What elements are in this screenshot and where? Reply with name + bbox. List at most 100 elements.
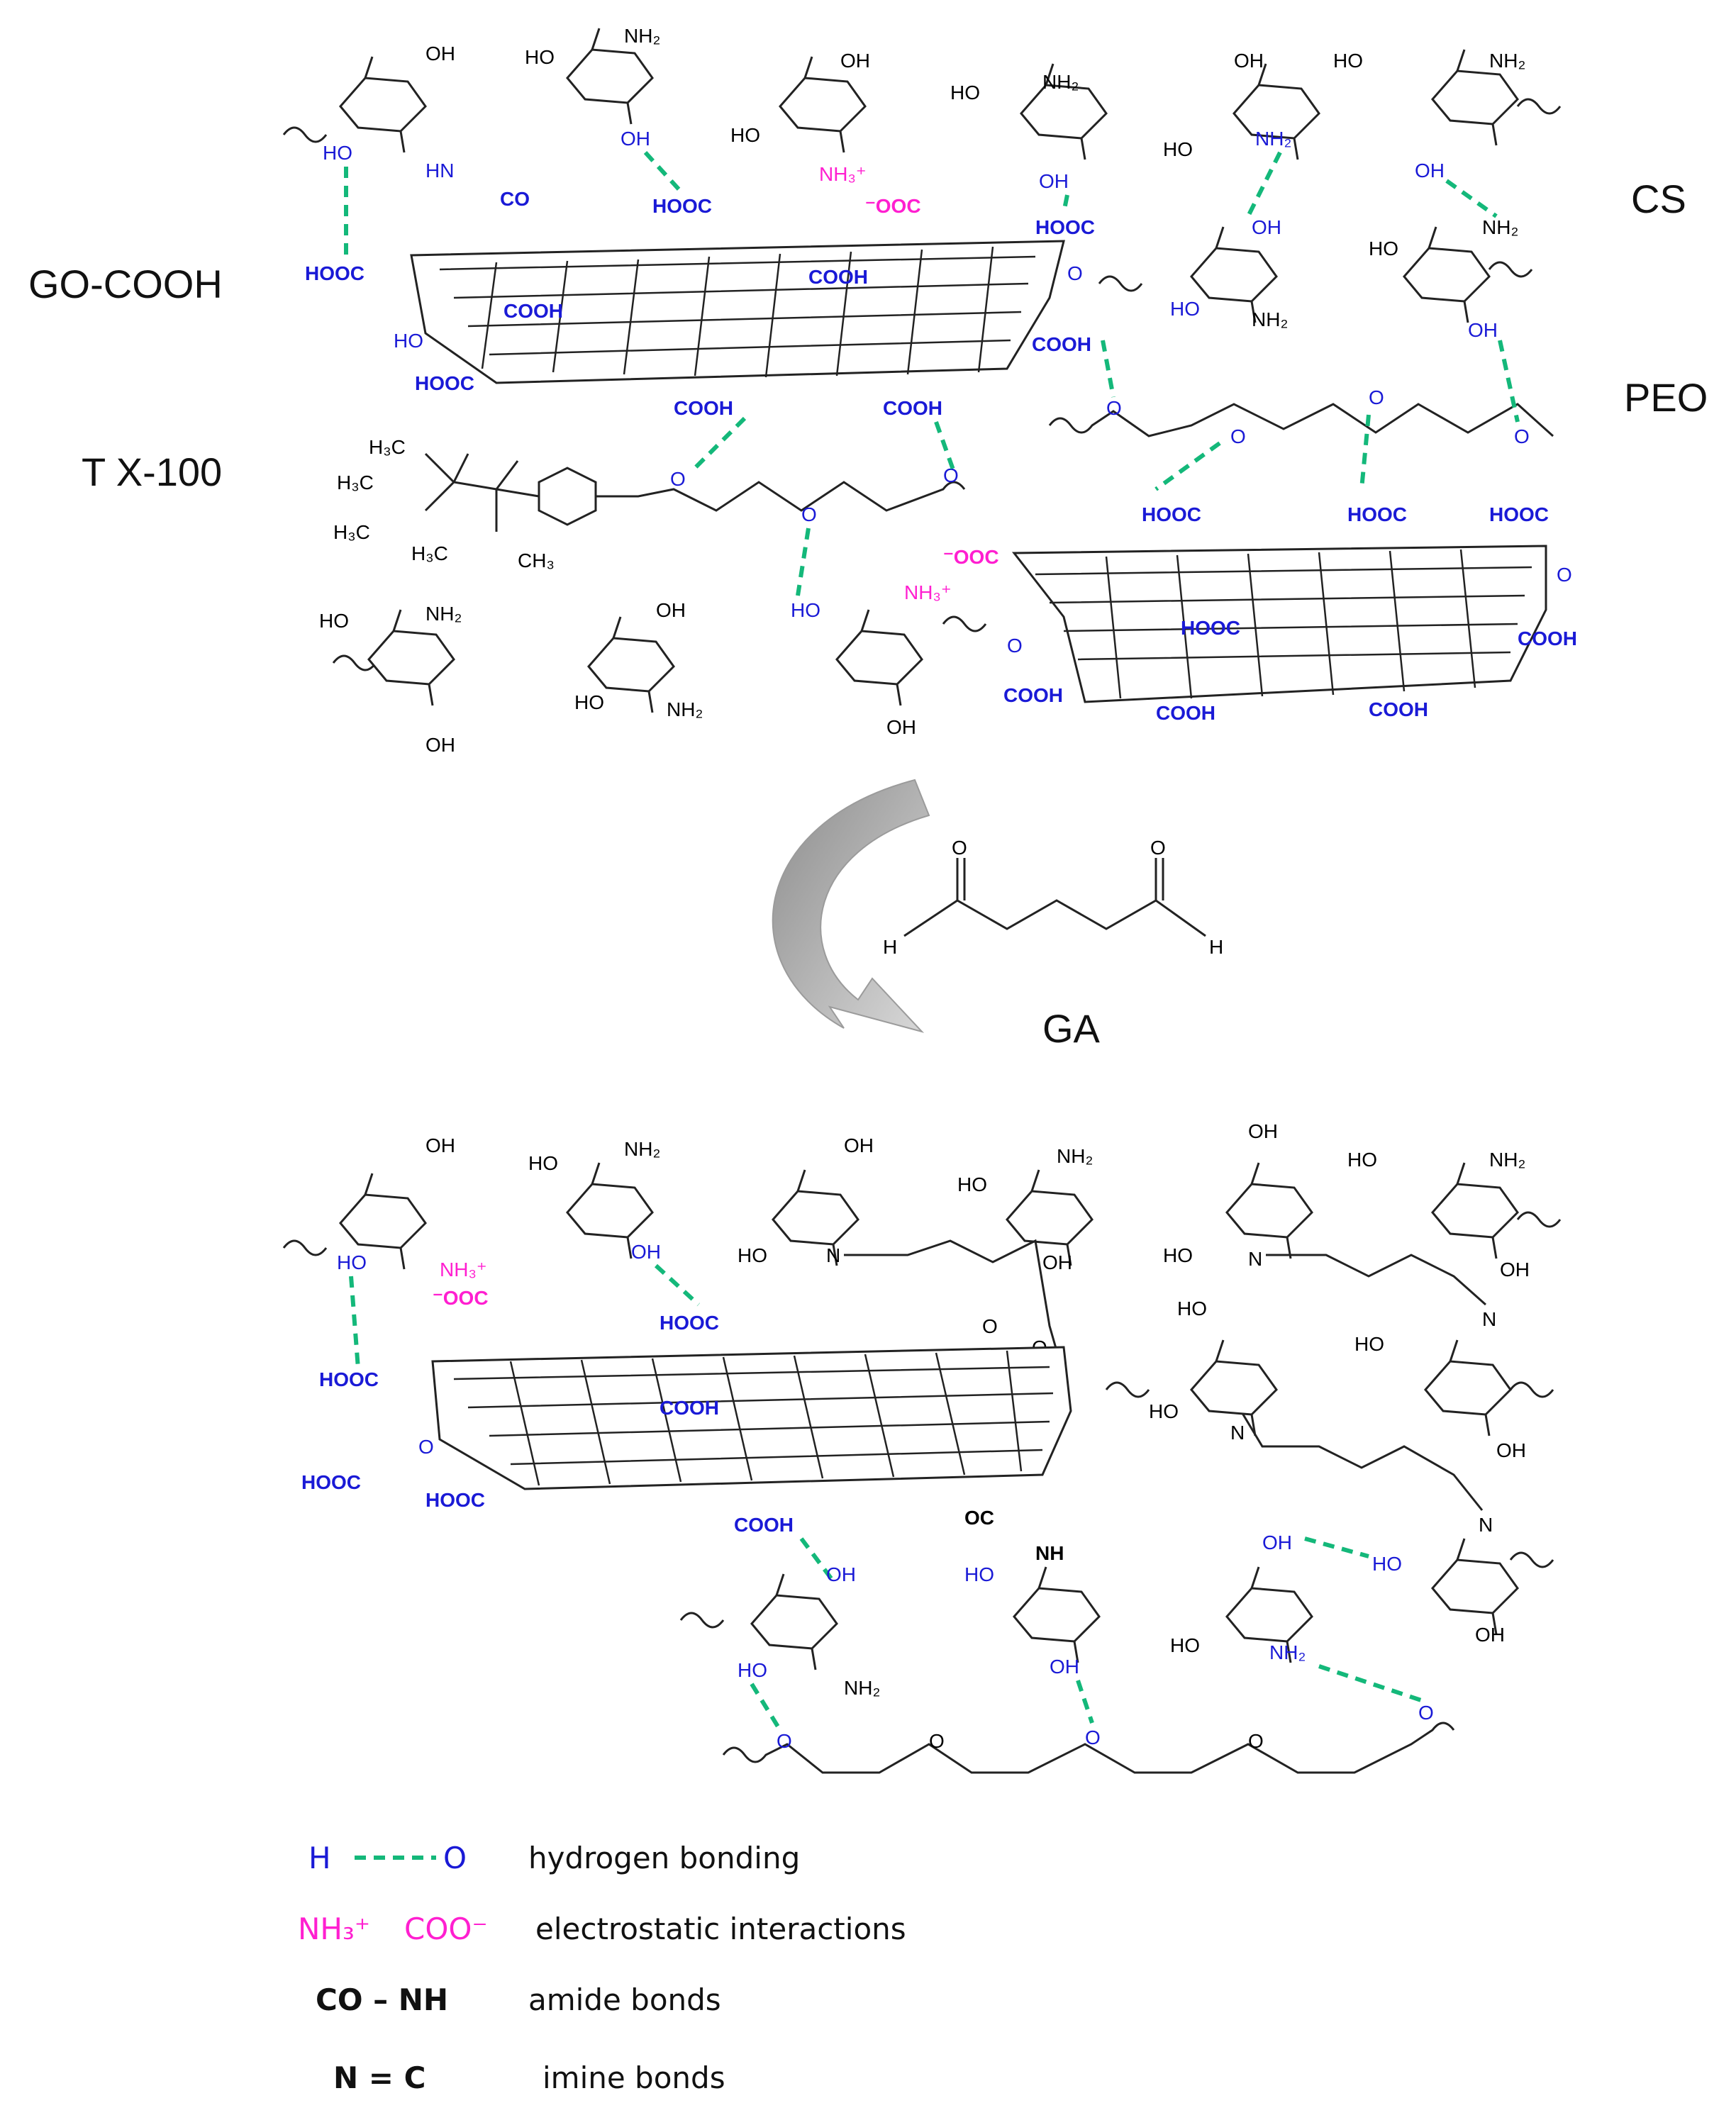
svg-text:OH: OH xyxy=(1050,1656,1079,1678)
svg-text:HO: HO xyxy=(574,691,604,713)
svg-text:NH₃⁺: NH₃⁺ xyxy=(819,163,867,185)
svg-text:CO: CO xyxy=(500,188,530,210)
svg-text:HO: HO xyxy=(1149,1400,1179,1422)
svg-text:HO: HO xyxy=(957,1173,987,1195)
svg-text:NH₂: NH₂ xyxy=(1252,308,1288,330)
svg-text:NH₂: NH₂ xyxy=(624,25,660,47)
svg-text:O: O xyxy=(1514,425,1530,447)
peo-chain-bottom: O O O O O xyxy=(722,1702,1455,1774)
svg-text:HO: HO xyxy=(1369,238,1398,260)
hbond xyxy=(1062,194,1069,213)
hbond xyxy=(1498,340,1520,423)
svg-text:OH: OH xyxy=(1475,1624,1505,1646)
svg-text:OH: OH xyxy=(1500,1259,1530,1281)
legend-imine-text: imine bonds xyxy=(542,2060,725,2095)
hbond xyxy=(349,1276,360,1369)
svg-text:NH₂: NH₂ xyxy=(624,1138,660,1160)
svg-text:HO: HO xyxy=(525,46,555,68)
legend-item-hydrogen-bonding: H O hydrogen bonding xyxy=(308,1841,800,1875)
hbond xyxy=(1154,441,1221,491)
svg-text:NH₂: NH₂ xyxy=(1269,1641,1306,1663)
svg-text:O: O xyxy=(1150,837,1166,859)
svg-text:NH₃⁺: NH₃⁺ xyxy=(904,581,952,603)
svg-text:NH₂: NH₂ xyxy=(425,603,462,625)
svg-text:OH: OH xyxy=(1042,1251,1072,1273)
svg-text:OH: OH xyxy=(1415,160,1445,182)
svg-text:HO: HO xyxy=(791,599,820,621)
legend-electrostatic-text: electrostatic interactions xyxy=(535,1912,906,1946)
svg-text:HOOC: HOOC xyxy=(425,1489,485,1511)
svg-text:O: O xyxy=(418,1436,434,1458)
svg-text:O: O xyxy=(777,1730,792,1752)
svg-text:O: O xyxy=(1007,635,1023,657)
svg-text:NH₂: NH₂ xyxy=(1255,128,1291,150)
svg-text:NH₂: NH₂ xyxy=(667,698,703,720)
hbond xyxy=(1359,414,1371,490)
svg-text:OC: OC xyxy=(964,1507,994,1529)
chitosan-chain-bottom-1: OH HO NH₂ OH HO HO NH₂ OH OH HO HO NH₂ O… xyxy=(282,1120,1562,1281)
svg-text:O: O xyxy=(943,464,959,486)
hbond xyxy=(1246,151,1282,218)
legend-h: H xyxy=(308,1841,331,1875)
svg-text:HOOC: HOOC xyxy=(305,262,365,284)
tx100-label: T X-100 xyxy=(82,450,222,494)
legend-nh3: NH₃⁺ xyxy=(298,1912,370,1946)
svg-text:OH: OH xyxy=(425,43,455,65)
svg-text:NH₃⁺: NH₃⁺ xyxy=(440,1259,487,1281)
chitosan-chain-bottom-3: OH HO OH HO HO NH₂ OH HO NH₂ OH xyxy=(679,1532,1554,1699)
cs-label: CS xyxy=(1631,177,1686,221)
go-sheet-mid: HOOC HOOC HOOC ⁻OOC O HOOC COOH COOH COO… xyxy=(943,503,1577,724)
svg-text:NH₂: NH₂ xyxy=(1489,1149,1525,1171)
chitosan-chain-right: OH HO NH₂ HO NH₂ OH xyxy=(1098,216,1533,341)
ga-label: GA xyxy=(1042,1006,1101,1051)
svg-text:OH: OH xyxy=(1234,50,1264,72)
svg-text:⁻OOC: ⁻OOC xyxy=(865,195,921,217)
legend: H O hydrogen bonding NH₃⁺ COO⁻ electrost… xyxy=(298,1841,906,2095)
chitosan-chain-mid: HO NH₂ OH OH HO NH₂ HO NH₃⁺ OH xyxy=(319,581,987,756)
svg-text:OH: OH xyxy=(1252,216,1281,238)
svg-text:OH: OH xyxy=(621,128,650,150)
hbond xyxy=(799,1537,835,1583)
svg-text:H₃C: H₃C xyxy=(411,542,448,564)
svg-text:HOOC: HOOC xyxy=(301,1471,361,1493)
go-sheet-top: HOOC COOH HO HOOC HOOC ⁻OOC COOH COOH CO… xyxy=(305,188,1095,419)
svg-text:HO: HO xyxy=(528,1152,558,1174)
svg-text:OH: OH xyxy=(631,1241,661,1263)
svg-text:HO: HO xyxy=(1333,50,1363,72)
svg-text:HO: HO xyxy=(394,330,423,352)
legend-co-nh: CO – NH xyxy=(316,1982,448,2017)
svg-text:COOH: COOH xyxy=(883,397,942,419)
svg-text:OH: OH xyxy=(840,50,870,72)
go-cooh-label: GO-COOH xyxy=(28,262,223,306)
svg-text:O: O xyxy=(670,468,686,490)
svg-text:HO: HO xyxy=(1177,1298,1207,1320)
svg-text:OH: OH xyxy=(656,599,686,621)
svg-text:OH: OH xyxy=(1248,1120,1278,1142)
svg-text:O: O xyxy=(1230,425,1246,447)
svg-text:COOH: COOH xyxy=(1518,627,1577,649)
hbond xyxy=(689,416,747,474)
svg-text:HOOC: HOOC xyxy=(1347,503,1407,525)
chitosan-chain-bottom-2: HO HO HO OH xyxy=(1105,1298,1554,1461)
svg-text:OH: OH xyxy=(886,716,916,738)
svg-text:N: N xyxy=(1482,1308,1496,1330)
hbond xyxy=(750,1683,782,1731)
legend-item-imine: N = C imine bonds xyxy=(333,2060,725,2095)
svg-text:COOH: COOH xyxy=(503,300,563,322)
svg-text:O: O xyxy=(1369,386,1384,408)
svg-text:⁻OOC: ⁻OOC xyxy=(943,546,999,568)
svg-text:O: O xyxy=(929,1730,945,1752)
svg-text:HO: HO xyxy=(964,1563,994,1585)
svg-text:HOOC: HOOC xyxy=(660,1312,719,1334)
svg-text:O: O xyxy=(1106,397,1122,419)
svg-text:HOOC: HOOC xyxy=(1035,216,1095,238)
svg-text:COOH: COOH xyxy=(808,266,868,288)
svg-text:OH: OH xyxy=(425,734,455,756)
hbond xyxy=(1076,1680,1094,1724)
go-sheet-bottom: HOOC ⁻OOC HOOC COOH O HOOC HOOC COOH OC … xyxy=(301,1287,1072,1564)
hbond xyxy=(934,420,956,473)
svg-text:HO: HO xyxy=(1163,138,1193,160)
svg-text:OH: OH xyxy=(1262,1532,1292,1553)
hbond xyxy=(796,528,811,596)
